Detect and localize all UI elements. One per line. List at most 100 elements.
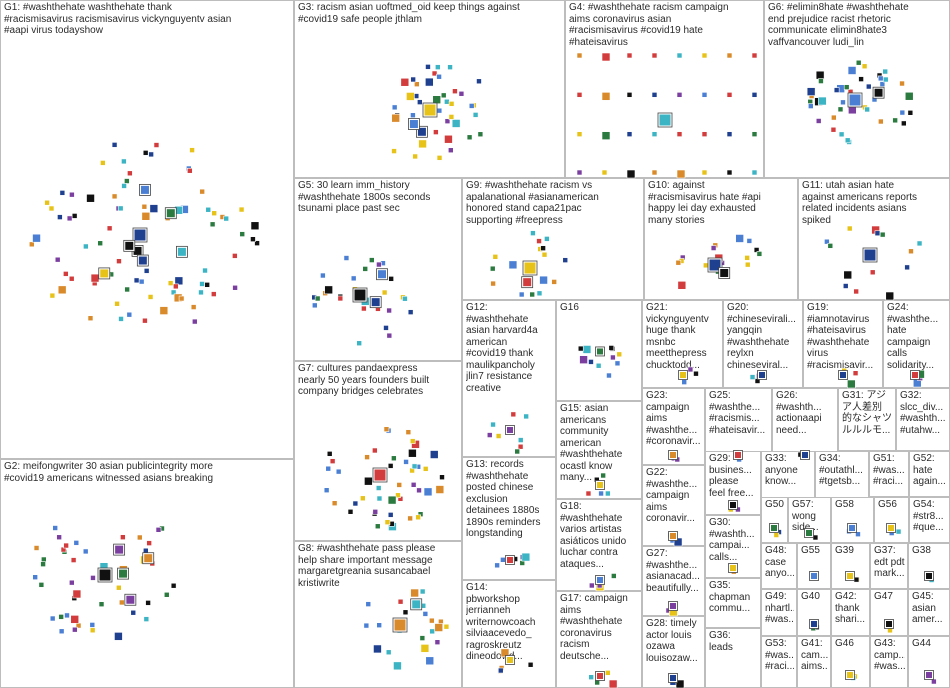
profile-avatar-icon: [392, 617, 408, 633]
profile-avatar-icon: [70, 557, 77, 563]
profile-avatar-icon: [416, 487, 422, 494]
group-caption-g47: G47: [874, 591, 893, 602]
profile-avatar-icon: [97, 567, 113, 583]
profile-avatar-icon: [882, 76, 889, 83]
profile-avatar-icon: [48, 205, 55, 212]
profile-avatar-icon: [676, 92, 683, 98]
profile-avatar-icon: [435, 64, 441, 70]
profile-avatar-icon: [518, 291, 525, 298]
profile-avatar-icon: [434, 623, 444, 632]
profile-avatar-icon: [326, 451, 333, 457]
profile-avatar-icon: [121, 158, 127, 165]
profile-avatar-icon: [250, 221, 260, 231]
profile-avatar-icon: [202, 267, 208, 274]
group-panel-g53: G53: #was... #raci...: [761, 636, 797, 688]
profile-avatar-icon: [892, 117, 898, 124]
profile-avatar-icon: [210, 291, 217, 297]
group-panel-g58: G58: [831, 497, 874, 543]
profile-avatar-icon: [64, 612, 70, 619]
profile-avatar-icon: [167, 280, 174, 286]
profile-avatar-icon: [323, 487, 330, 494]
profile-avatar-icon: [864, 106, 870, 113]
profile-avatar-icon: [598, 490, 604, 497]
profile-avatar-icon: [431, 70, 438, 77]
profile-avatar-icon: [626, 131, 633, 137]
profile-avatar-icon: [904, 264, 910, 271]
profile-avatar-icon: [66, 215, 73, 222]
profile-avatar-icon: [681, 379, 688, 385]
profile-avatar-icon: [701, 131, 708, 137]
profile-avatar-icon: [170, 289, 177, 296]
profile-avatar-icon: [385, 649, 392, 656]
group-caption-g14: G14: pbworkshop jerrianneh writernowcoac…: [466, 582, 536, 662]
group-caption-g45: G45: asian amer...: [912, 591, 943, 625]
profile-avatar-icon: [116, 258, 122, 264]
profile-avatar-icon: [855, 531, 861, 537]
profile-avatar-icon: [895, 528, 902, 535]
profile-avatar-icon: [422, 466, 429, 472]
profile-avatar-icon: [173, 283, 179, 290]
profile-avatar-icon: [530, 230, 536, 236]
profile-avatar-icon: [146, 540, 152, 546]
profile-avatar-icon: [610, 354, 616, 361]
profile-avatar-icon: [28, 241, 35, 248]
profile-avatar-icon: [98, 601, 105, 608]
group-caption-g34: G34: #outathl... #tgetsb...: [819, 453, 863, 487]
group-caption-g17: G17: campaign aims #washthehate coronavi…: [560, 593, 628, 662]
profile-avatar-icon: [178, 295, 185, 302]
profile-avatar-icon: [360, 495, 366, 502]
profile-avatar-icon: [443, 623, 450, 630]
profile-avatar-icon: [143, 268, 150, 274]
profile-avatar-icon: [576, 52, 583, 59]
group-panel-g57: G57: wong side...: [788, 497, 831, 543]
profile-avatar-icon: [199, 188, 205, 195]
group-panel-g18: G18: #washthehate varios artistas asiáti…: [556, 499, 642, 591]
profile-avatar-icon: [678, 370, 688, 380]
profile-avatar-icon: [726, 92, 733, 98]
profile-avatar-icon: [159, 306, 169, 315]
profile-avatar-icon: [118, 316, 124, 322]
profile-avatar-icon: [899, 80, 905, 87]
profile-avatar-icon: [124, 593, 137, 606]
group-panel-g49: G49: nhartl... #was...: [761, 589, 797, 636]
profile-avatar-icon: [419, 588, 426, 595]
profile-avatar-icon: [391, 113, 400, 123]
group-caption-g5: G5: 30 learn imm_history #washthehate 18…: [298, 180, 431, 214]
profile-avatar-icon: [824, 238, 830, 245]
profile-avatar-icon: [396, 482, 403, 488]
group-caption-g3: G3: racism asian uoftmed_oid keep things…: [298, 2, 520, 25]
group-caption-g43: G43: camp... #was...: [874, 638, 905, 672]
profile-avatar-icon: [391, 455, 397, 462]
group-caption-g22: G22: #washthe... campaign aims coronavir…: [646, 467, 698, 524]
profile-avatar-icon: [616, 351, 623, 358]
profile-avatar-icon: [489, 265, 496, 272]
profile-avatar-icon: [523, 413, 529, 420]
profile-avatar-icon: [136, 254, 149, 267]
group-caption-g21: G21: vickynguyentv huge thank msnbc meet…: [646, 302, 709, 371]
profile-avatar-icon: [153, 142, 160, 148]
profile-avatar-icon: [861, 63, 868, 70]
profile-avatar-icon: [364, 476, 373, 486]
profile-avatar-icon: [250, 236, 256, 242]
profile-avatar-icon: [847, 523, 857, 533]
profile-avatar-icon: [381, 289, 388, 296]
profile-avatar-icon: [577, 345, 584, 352]
profile-avatar-icon: [702, 262, 709, 269]
profile-avatar-icon: [314, 295, 321, 302]
profile-avatar-icon: [139, 183, 151, 196]
group-caption-g41: G41: cam... aims...: [801, 638, 828, 672]
group-caption-g24: G24: #washthe... hate campaign calls sol…: [887, 302, 939, 371]
group-caption-g28: G28: timely actor louis ozawa louisozaw.…: [646, 618, 698, 664]
profile-avatar-icon: [701, 52, 708, 59]
group-panel-g40: G40: [797, 589, 831, 636]
profile-avatar-icon: [356, 340, 362, 347]
profile-avatar-icon: [311, 302, 318, 309]
profile-avatar-icon: [365, 601, 372, 607]
profile-avatar-icon: [858, 76, 864, 82]
profile-avatar-icon: [33, 545, 40, 551]
profile-avatar-icon: [63, 271, 69, 277]
profile-avatar-icon: [376, 268, 388, 281]
profile-avatar-icon: [477, 131, 484, 138]
profile-avatar-icon: [82, 548, 89, 555]
profile-avatar-icon: [142, 552, 155, 565]
